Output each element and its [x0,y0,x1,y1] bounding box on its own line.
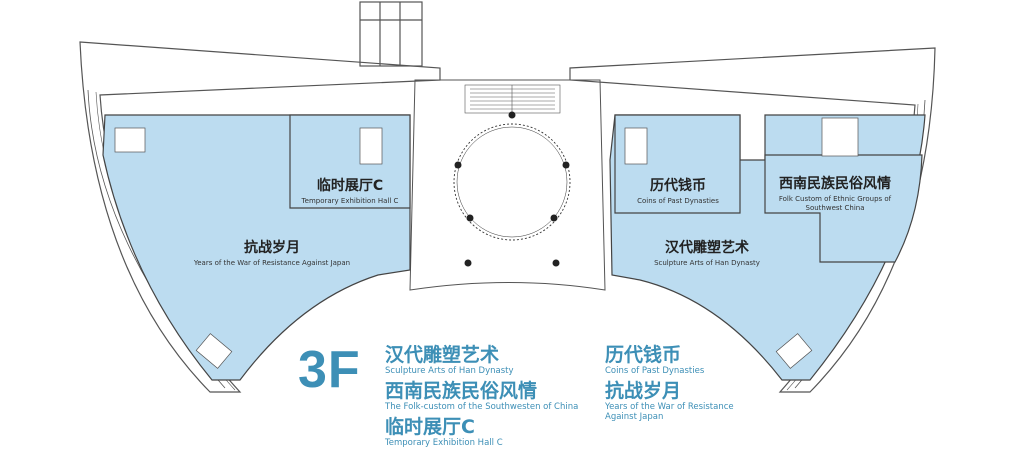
room-label-folk-en-1: Folk Custom of Ethnic Groups of [779,195,892,203]
legend-item-en-1: Years of the War of Resistance [605,402,734,412]
legend-item-cn: 西南民族民俗风情 [385,380,538,402]
rotunda [453,123,571,241]
room-label-temp-c: 临时展厅C [317,177,383,194]
legend-column-2: 历代钱币 Coins of Past Dynasties 抗战岁月 Years … [605,344,734,422]
legend-item: 历代钱币 Coins of Past Dynasties [605,344,734,376]
room-label-han-en: Sculpture Arts of Han Dynasty [654,259,760,267]
legend-item-cn: 汉代雕塑艺术 [385,344,500,366]
legend-item: 临时展厅C Temporary Exhibition Hall C [385,416,578,448]
stairwells [114,117,859,369]
legend-item: 西南民族民俗风情 The Folk-custom of the Southwes… [385,380,578,412]
legend-item: 抗战岁月 Years of the War of Resistance Agai… [605,380,734,422]
hall-folk [764,154,923,263]
hall-temp-c [289,114,411,209]
room-label-coins-en: Coins of Past Dynasties [637,197,719,205]
legend-item-en: The Folk-custom of the Southwesten of Ch… [385,402,579,412]
legend-item-en: Coins of Past Dynasties [605,366,705,376]
central-stairs [464,84,561,114]
room-label-folk: 西南民族民俗风情 [779,175,891,192]
room-labels: 临时展厅C Temporary Exhibition Hall C 抗战岁月 Y… [193,175,892,267]
legend-column-1: 汉代雕塑艺术 Sculpture Arts of Han Dynasty 西南民… [385,344,578,448]
legend-item-cn: 历代钱币 [605,344,682,366]
legend-item-en: Sculpture Arts of Han Dynasty [385,366,514,376]
legend-item-en: Temporary Exhibition Hall C [385,438,503,448]
legend-item-cn: 抗战岁月 [605,380,682,402]
room-label-coins: 历代钱币 [650,177,706,194]
room-label-folk-en-2: Southwest China [806,204,865,212]
room-label-war-en: Years of the War of Resistance Against J… [193,259,350,267]
legend-item-en-2: Against Japan [605,412,664,422]
room-label-han: 汉代雕塑艺术 [665,239,749,256]
legend-item-cn: 临时展厅C [385,416,475,438]
room-label-temp-c-en: Temporary Exhibition Hall C [301,197,399,205]
legend-item: 汉代雕塑艺术 Sculpture Arts of Han Dynasty [385,344,578,376]
floor-number: 3F [298,341,361,399]
columns [454,111,570,267]
room-label-war: 抗战岁月 [244,239,300,256]
